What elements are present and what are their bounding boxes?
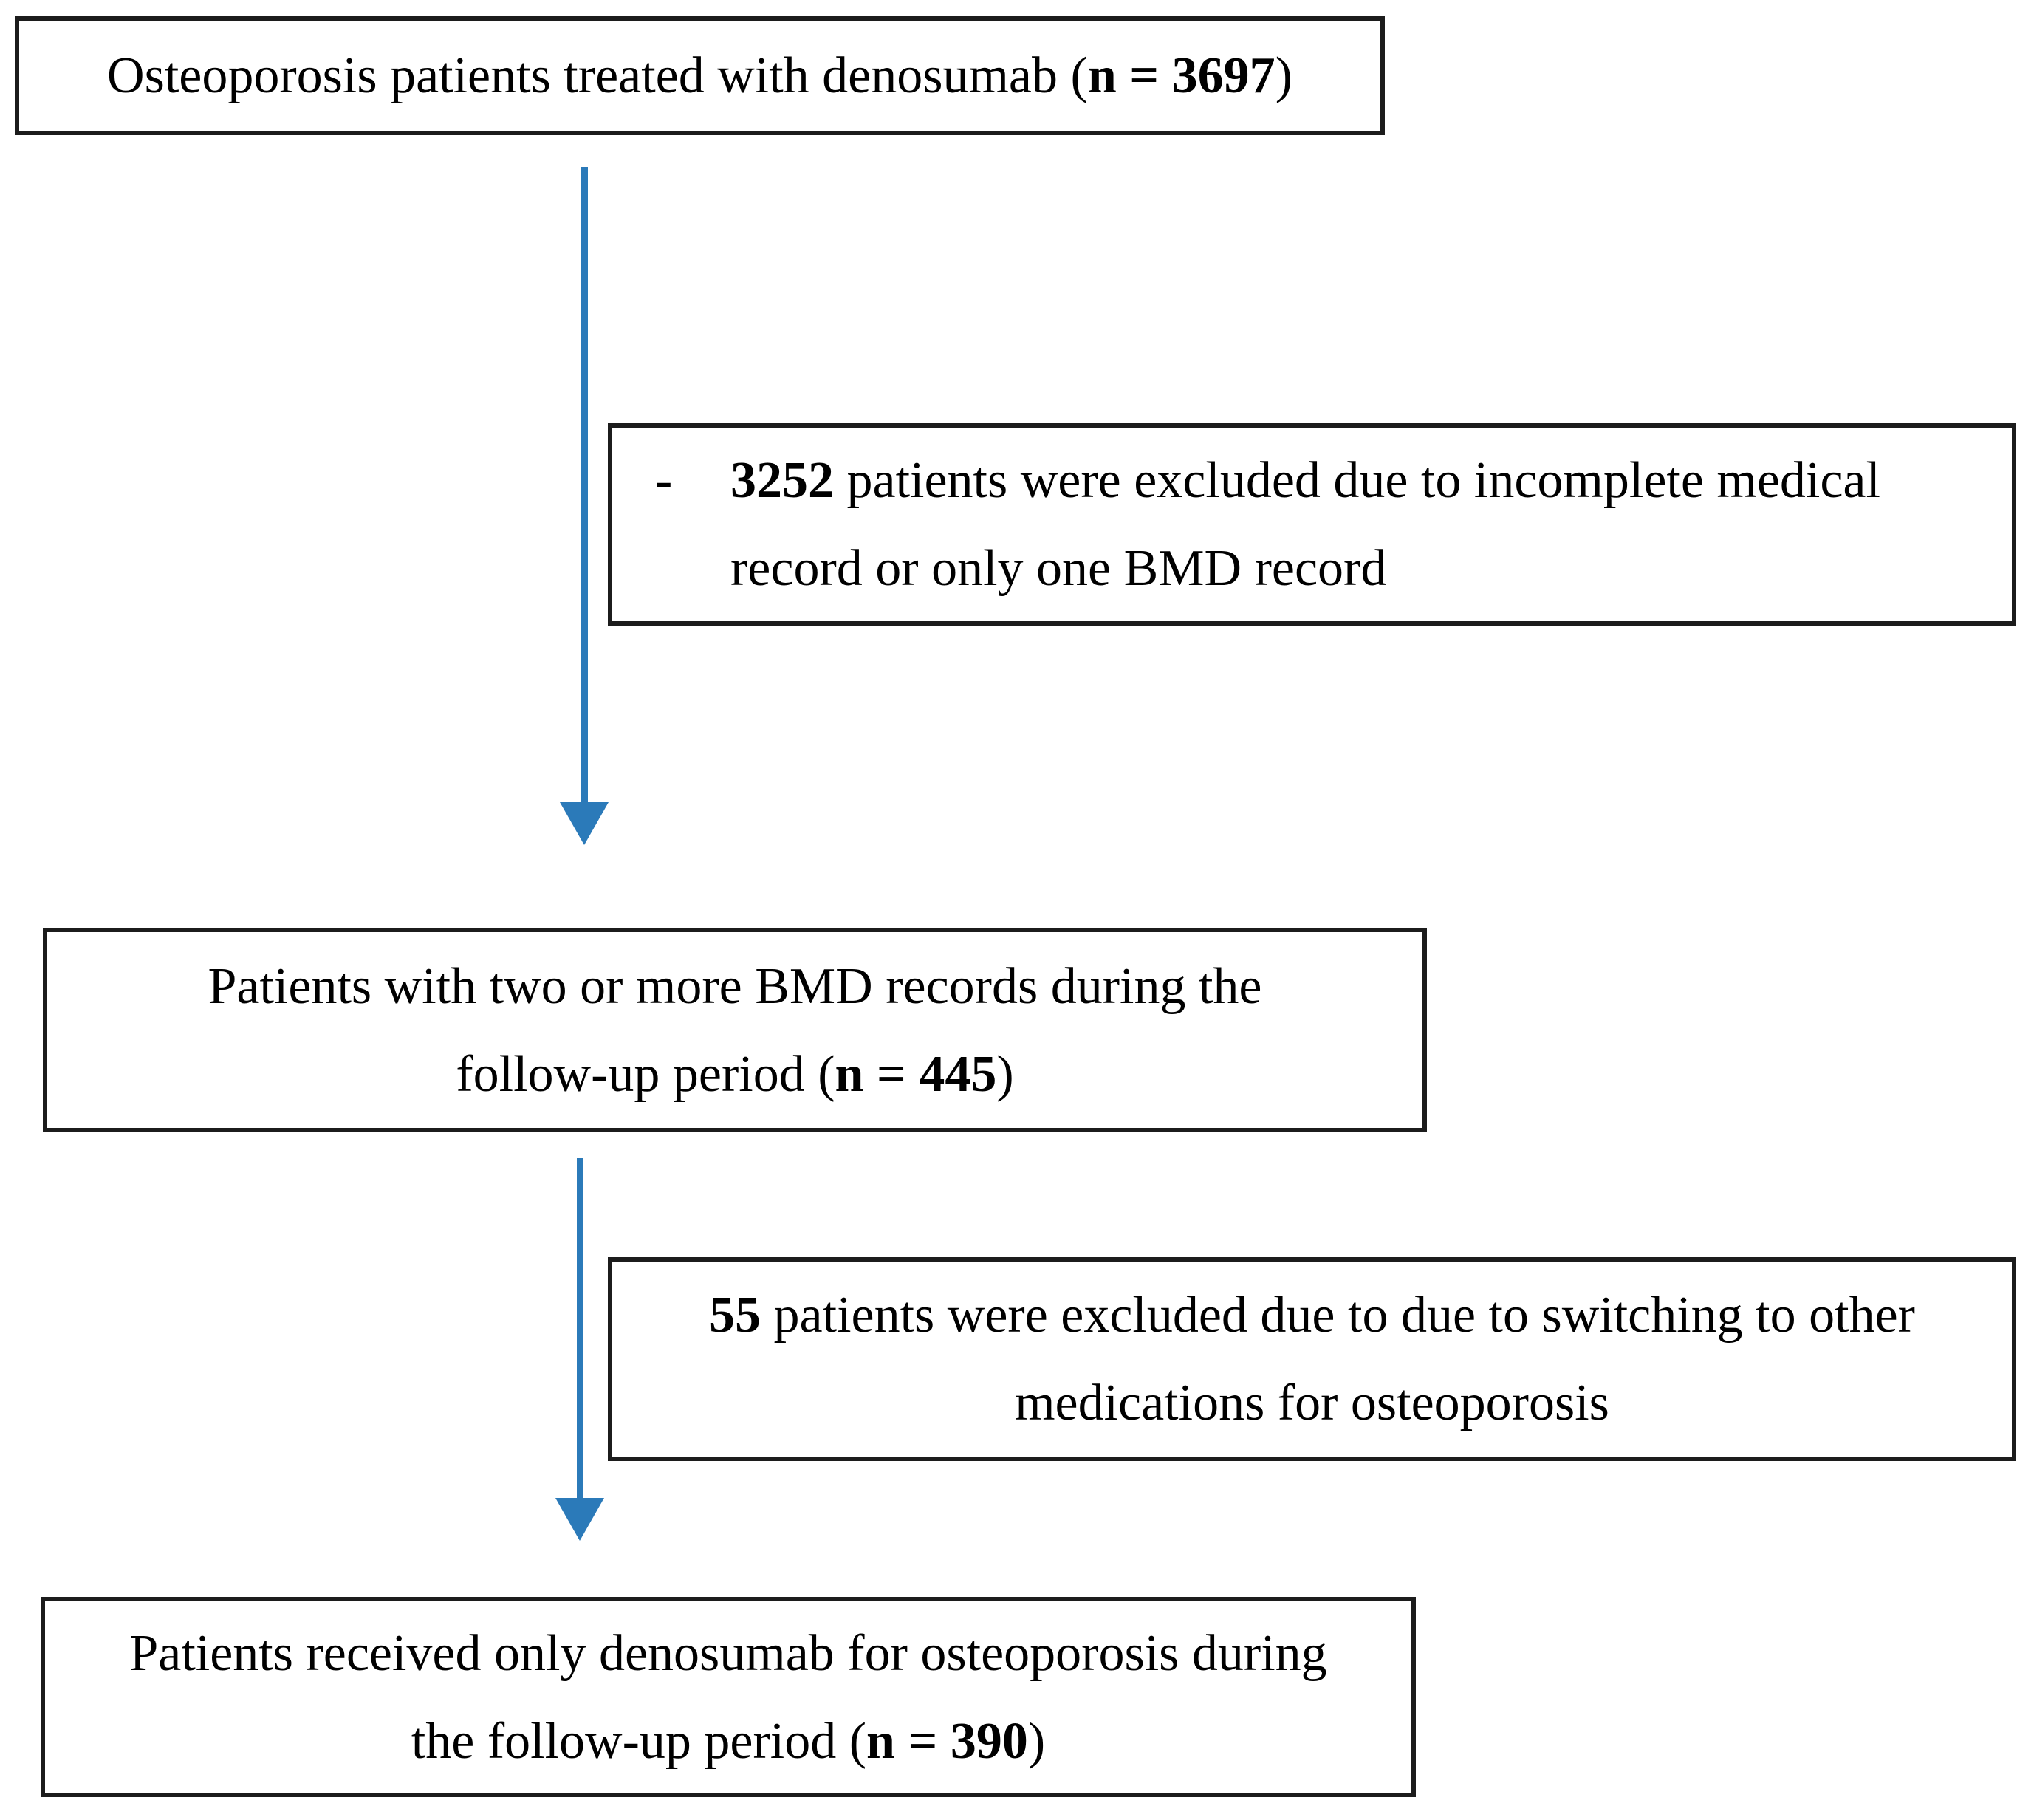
n-value: n = 445 (835, 1045, 997, 1103)
arrowhead-down-icon (560, 802, 609, 845)
arrowhead-down-icon (555, 1498, 604, 1541)
hanging-list-item: - 3252 patients were excluded due to inc… (612, 437, 2012, 612)
box-line: 3252 patients were excluded due to incom… (730, 437, 2012, 524)
box-excluded-switched-medication: 55 patients were excluded due to due to … (608, 1257, 2016, 1461)
box-text: Osteoporosis patients treated with denos… (107, 47, 1088, 104)
box-two-or-more-bmd: Patients with two or more BMD records du… (43, 928, 1427, 1132)
box-line: Patients with two or more BMD records du… (58, 942, 1412, 1030)
box-text: patients were excluded due to due to swi… (761, 1287, 1915, 1344)
box-line: medications for osteoporosis (623, 1359, 2002, 1447)
box-line: 55 patients were excluded due to due to … (623, 1271, 2002, 1359)
box-denosumab-only: Patients received only denosumab for ost… (41, 1597, 1416, 1797)
box-text: ) (996, 1045, 1014, 1103)
box-text: the follow-up period ( (411, 1712, 867, 1770)
down-arrow-2-shaft (577, 1158, 583, 1499)
box-text: ) (1027, 1712, 1046, 1770)
box-line: follow-up period (n = 445) (58, 1030, 1412, 1118)
box-line: Patients received only denosumab for ost… (55, 1609, 1401, 1697)
box-text: Patients with two or more BMD records du… (208, 957, 1262, 1015)
box-line: the follow-up period (n = 390) (55, 1697, 1401, 1785)
box-text: patients were excluded due to incomplete… (834, 452, 1880, 509)
box-text: record or only one BMD record (730, 540, 1387, 597)
n-value: n = 3697 (1087, 47, 1275, 104)
box-text: follow-up period ( (456, 1045, 835, 1103)
down-arrow-1-shaft (581, 167, 588, 804)
excluded-count: 55 (709, 1287, 761, 1344)
box-excluded-incomplete-records: - 3252 patients were excluded due to inc… (608, 423, 2016, 626)
box-text: medications for osteoporosis (1015, 1375, 1609, 1431)
box-text: ) (1275, 47, 1292, 104)
dash-bullet: - (655, 452, 673, 509)
exclusion-text: 3252 patients were excluded due to incom… (730, 437, 2012, 612)
excluded-count: 3252 (730, 452, 834, 509)
n-value: n = 390 (866, 1712, 1028, 1770)
box-line: record or only one BMD record (730, 524, 2012, 612)
box-line: Osteoporosis patients treated with denos… (30, 32, 1370, 120)
box-denosumab-patients: Osteoporosis patients treated with denos… (15, 16, 1385, 135)
box-text: Patients received only denosumab for ost… (129, 1624, 1327, 1682)
